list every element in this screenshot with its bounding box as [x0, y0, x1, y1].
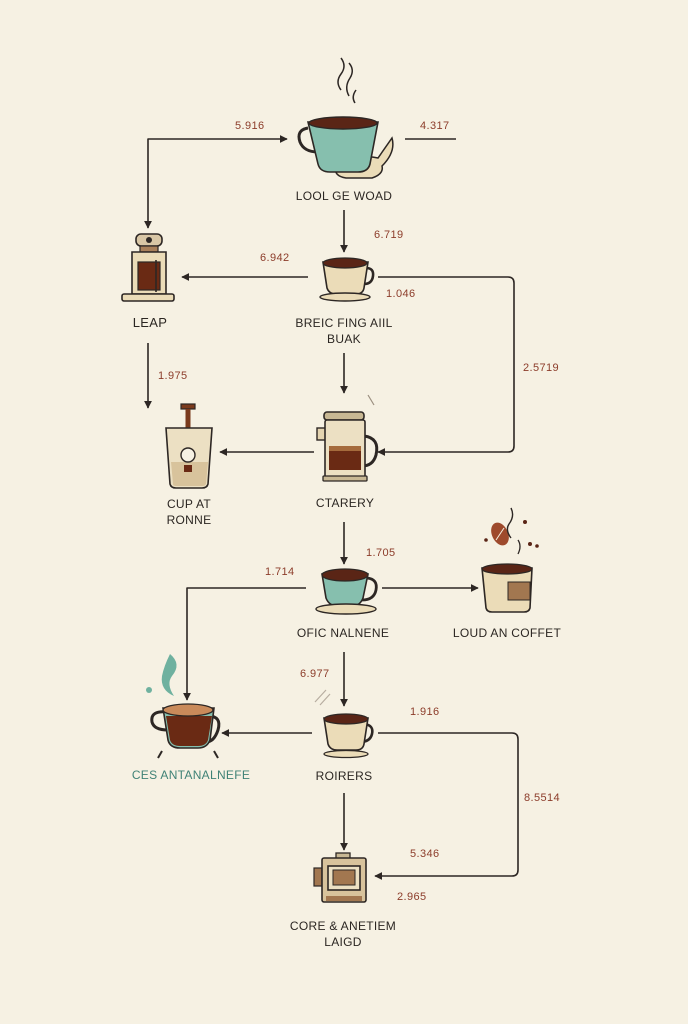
coffee-cup-icon	[314, 689, 374, 759]
edge-value-label: 6.977	[300, 668, 330, 680]
edge-value-label: 1.975	[158, 370, 188, 382]
edge-roirers-to-core-loop	[374, 732, 519, 880]
node-label-loud: LOUD AN COFFET	[452, 626, 562, 640]
node-label-breic: BREIC FING AIIL BUAK	[295, 315, 392, 347]
node-label-core-line1: CORE & ANETIEM	[289, 919, 397, 933]
coffee-beans-cup-icon	[481, 507, 539, 613]
edge-value-label: 6.942	[260, 252, 290, 264]
node-label-ces: CES ANTANALNEFE	[131, 768, 251, 782]
edge-value-label: 1.705	[366, 547, 396, 559]
edge-breic-to-ctarery-loop	[377, 276, 515, 456]
edge-value-label: 2.965	[397, 891, 427, 903]
node-label-cup-at: CUP AT RONNE	[167, 496, 212, 528]
edge-value-label: 5.346	[410, 848, 440, 860]
edge-leap-to-lool	[144, 135, 288, 229]
edge-value-label: 1.046	[386, 288, 416, 300]
french-press-icon	[316, 394, 379, 482]
edge-value-label: 1.916	[410, 706, 440, 718]
node-label-core: CORE & ANETIEM LAIGD	[290, 918, 396, 950]
edge-value-label: 6.719	[374, 229, 404, 241]
node-label-breic-line1: BREIC FING AIIL	[295, 316, 393, 330]
node-label-cup-at-line1: CUP AT	[166, 497, 212, 511]
node-label-ofic: OFIC NALNENE	[296, 626, 390, 640]
steaming-coffee-cup-icon	[297, 57, 394, 179]
node-label-leap: LEAP	[132, 315, 168, 330]
node-label-lool: LOOL GE WOAD	[295, 189, 393, 203]
coffee-grinder-icon	[313, 852, 367, 903]
edge-value-label: 1.714	[265, 566, 295, 578]
edge-value-label: 5.916	[235, 120, 265, 132]
coffee-cup-icon	[319, 257, 375, 302]
node-label-ctarery: CTARERY	[315, 496, 375, 510]
node-label-cup-at-line2: RONNE	[166, 513, 212, 527]
edge-value-label: 4.317	[420, 120, 450, 132]
edge-value-label: 2.5719	[523, 362, 560, 374]
edge-ofic-to-ces	[183, 587, 306, 701]
node-label-core-line2: LAIGD	[324, 935, 362, 949]
espresso-machine-icon	[121, 233, 175, 302]
node-label-roirers: ROIRERS	[315, 769, 373, 783]
node-label-breic-line2: BUAK	[327, 332, 361, 346]
teal-mug-icon	[146, 654, 221, 759]
edge-value-label: 8.5514	[524, 792, 561, 804]
teal-coffee-cup-icon	[315, 568, 378, 615]
iced-coffee-glass-icon	[165, 403, 213, 489]
